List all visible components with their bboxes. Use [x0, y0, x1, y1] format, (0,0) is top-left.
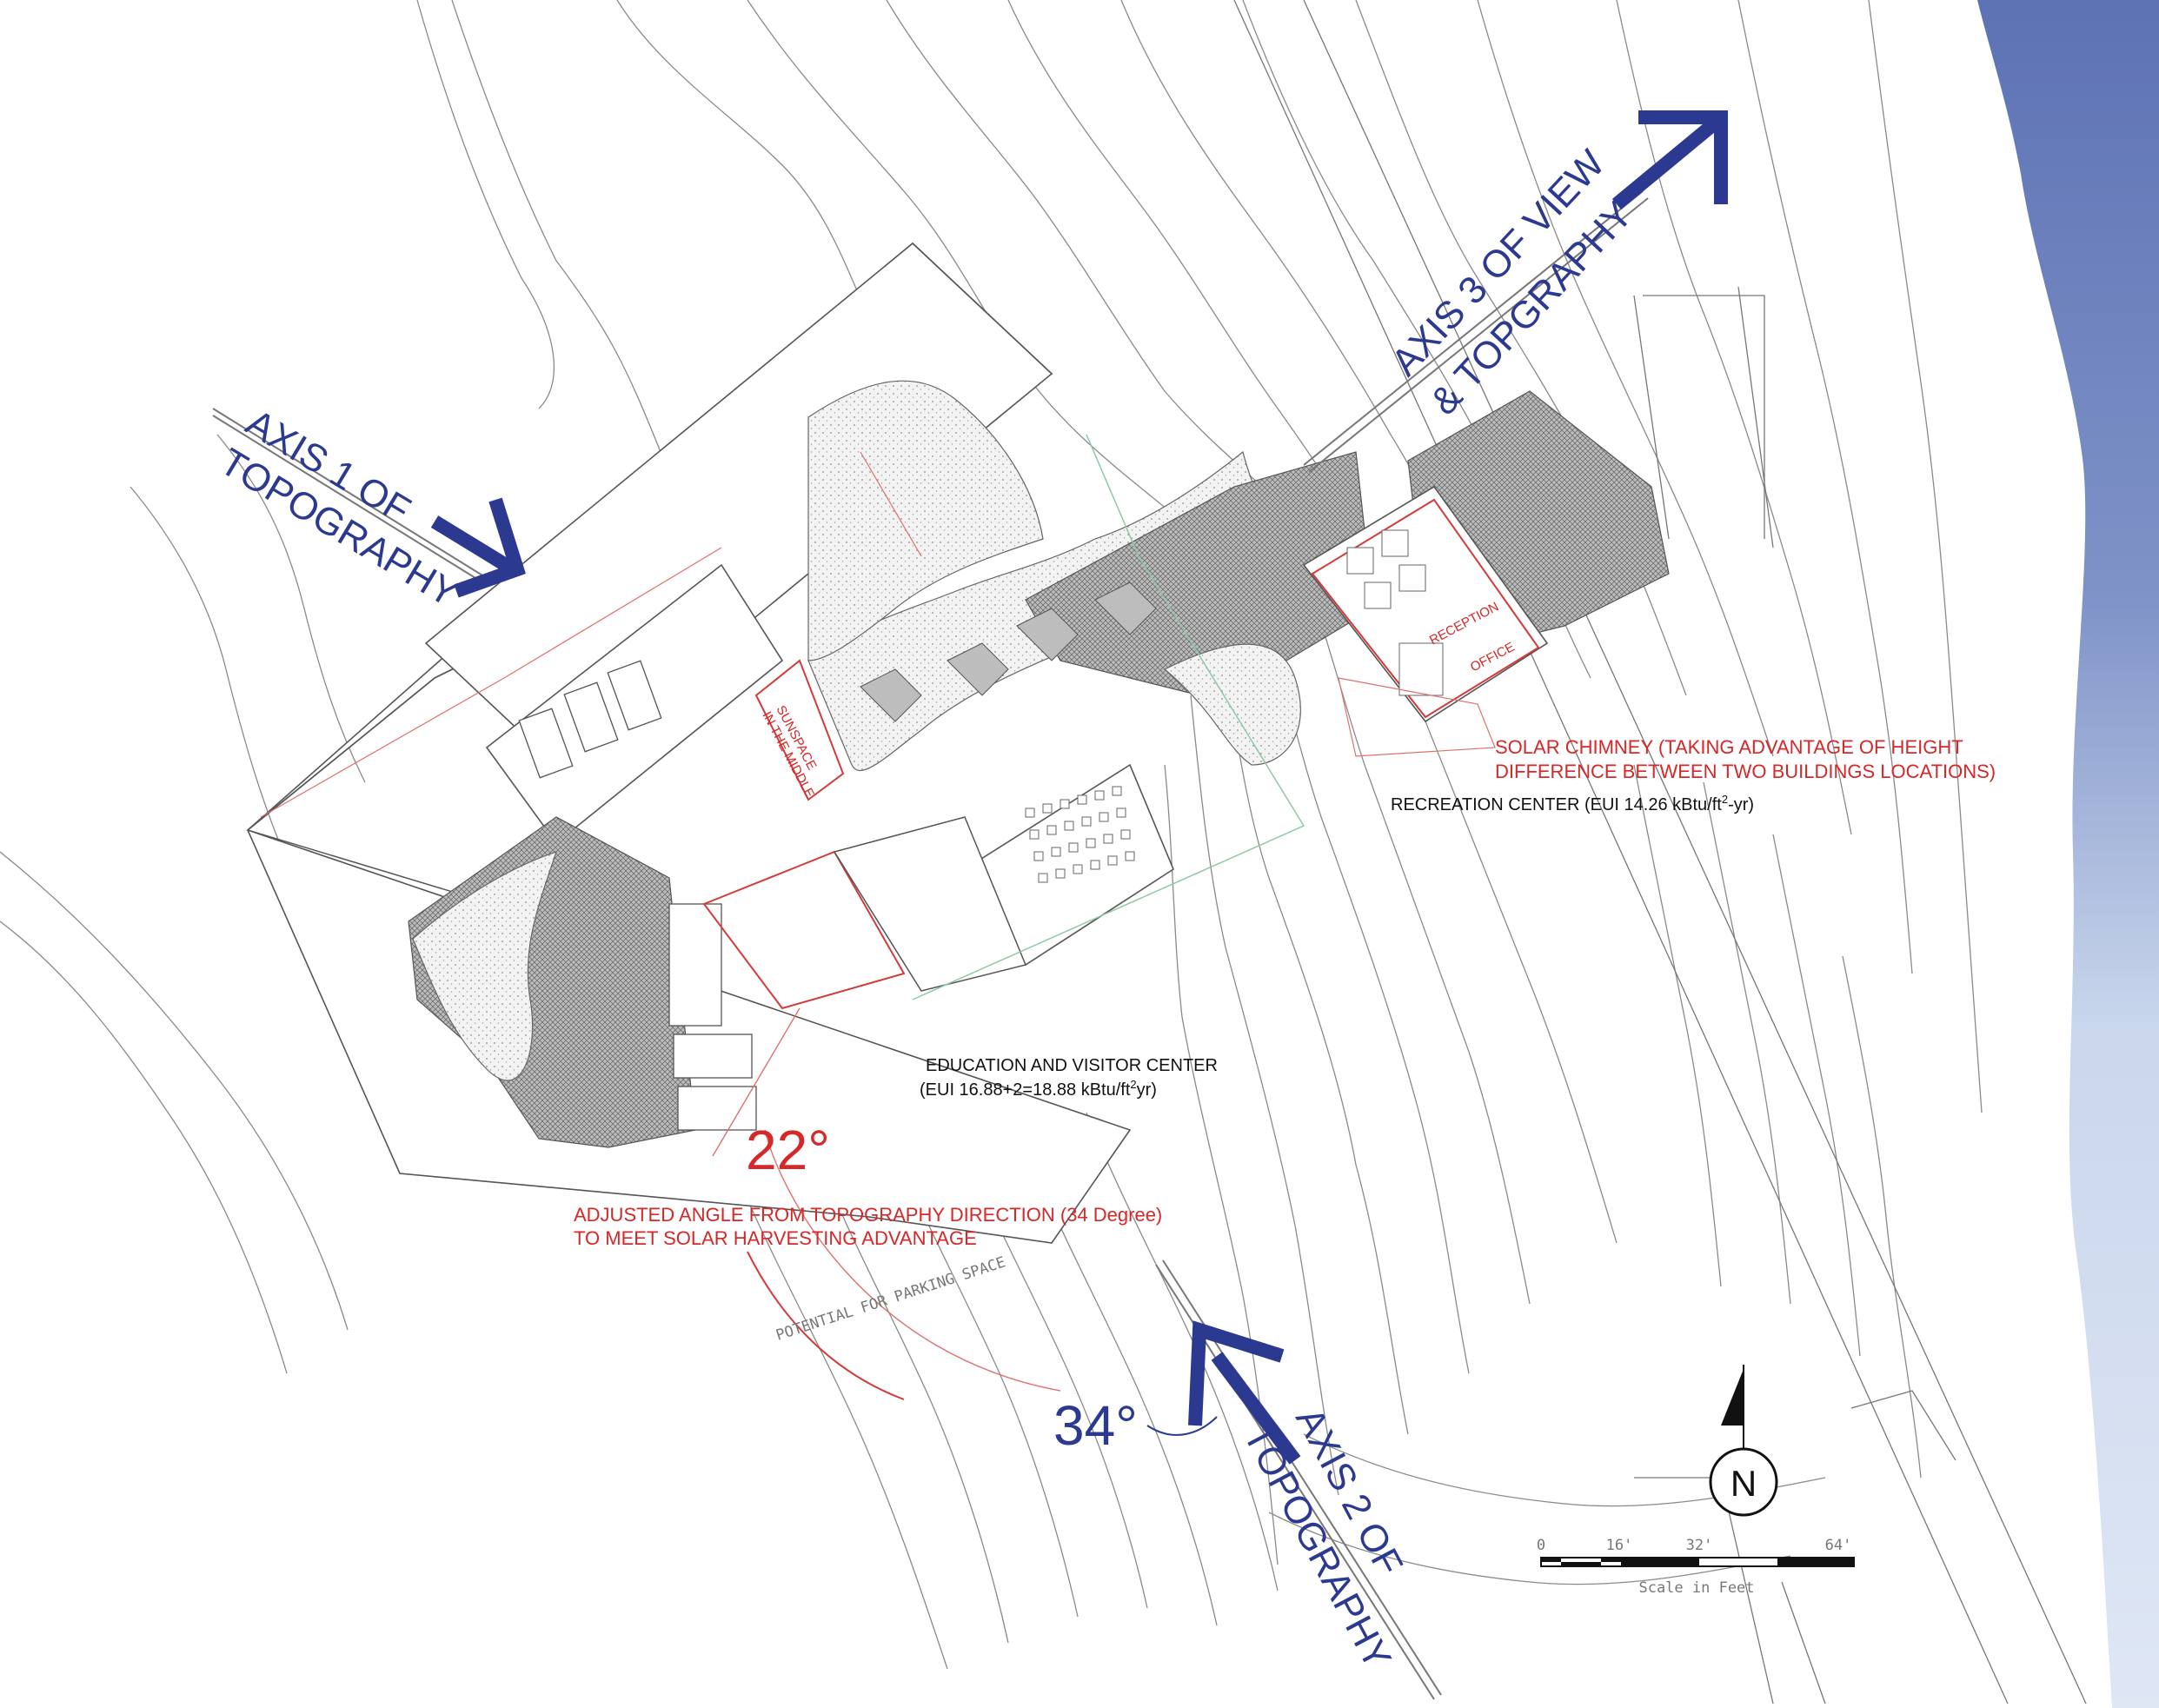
education-center-eui-text: (EUI 16.88+2=18.88 kBtu/ft — [920, 1080, 1131, 1100]
recreation-center-name: RECREATION CENTER (EUI 14.26 kBtu/ft — [1391, 795, 1722, 814]
axis-3-arrow — [1303, 110, 1728, 473]
north-arrow — [1709, 1365, 1778, 1517]
landscape-shrubs — [860, 582, 1157, 722]
education-center-title: EDUCATION AND VISITOR CENTER — [926, 1056, 1218, 1075]
education-center-eui-suffix: yr) — [1137, 1080, 1157, 1100]
scale-tick-16: 16' — [1606, 1537, 1633, 1554]
scale-tick-64: 64' — [1825, 1537, 1852, 1554]
parking-bays — [518, 660, 757, 1131]
axis-2-arrow — [1155, 1259, 1442, 1700]
scale-label: Scale in Feet — [1638, 1579, 1754, 1597]
recreation-center-label: RECREATION CENTER (EUI 14.26 kBtu/ft2-yr… — [1391, 793, 1754, 814]
scale-tick-32: 32' — [1686, 1537, 1713, 1554]
recreation-center-plan — [1302, 390, 1670, 757]
recreation-center-sup: 2 — [1722, 793, 1728, 806]
north-arrow-label: N — [1731, 1463, 1757, 1504]
scale-tick-0: 0 — [1537, 1537, 1545, 1554]
solar-chimney-note-line2: DIFFERENCE BETWEEN TWO BUILDINGS LOCATIO… — [1495, 761, 1996, 782]
recreation-center-suffix: -yr) — [1728, 795, 1754, 814]
adjusted-angle-note-line1: ADJUSTED ANGLE FROM TOPOGRAPHY DIRECTION… — [574, 1204, 1162, 1226]
property-lines — [1233, 0, 2087, 1705]
water-body — [1977, 0, 2159, 1708]
angle-34-label: 34° — [1053, 1394, 1138, 1457]
solar-chimney-note-line1: SOLAR CHIMNEY (TAKING ADVANTAGE OF HEIGH… — [1495, 736, 1963, 758]
axis-1-arrow — [212, 408, 526, 598]
scale-bar — [1540, 1557, 1855, 1567]
auditorium-seats — [1025, 786, 1135, 883]
education-center-eui: (EUI 16.88+2=18.88 kBtu/ft2yr) — [920, 1078, 1157, 1100]
education-center-eui-sup: 2 — [1130, 1078, 1136, 1091]
angle-22-label: 22° — [746, 1119, 830, 1181]
contour-lines — [0, 0, 1983, 1670]
